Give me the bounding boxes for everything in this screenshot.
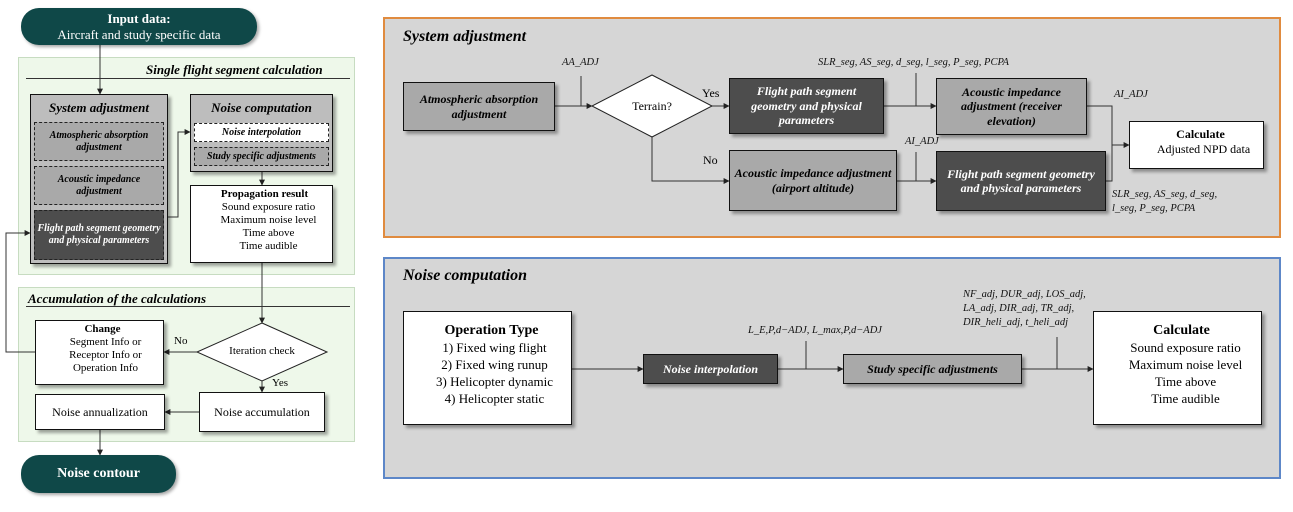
slr-bottom-label: SLR_seg, AS_seg, d_seg, l_seg, P_seg, PC…	[1112, 188, 1217, 216]
calc-noise-item: Maximum noise level	[1128, 357, 1243, 372]
iteration-check-label: Iteration check	[229, 345, 295, 358]
operation-type-item: 2) Fixed wing runup	[441, 357, 548, 372]
left-ai-item: Acoustic impedance adjustment	[34, 166, 164, 205]
terrain-yes-label: Yes	[702, 86, 720, 100]
ai-adj-label-top: AI_ADJ	[1114, 89, 1148, 100]
propagation-item: Time audible	[239, 240, 298, 252]
change-box: Change Segment Info or Receptor Info or …	[35, 320, 164, 385]
accumulation-title: Accumulation of the calculations	[28, 291, 207, 306]
terrain-no-label: No	[703, 153, 718, 167]
propagation-item: Sound exposure ratio	[221, 201, 316, 213]
ai-top-box: Acoustic impedance adjustment (receiver …	[936, 78, 1087, 135]
operation-type-item: 3) Helicopter dynamic	[436, 374, 553, 389]
line-ai-to-calc	[1087, 105, 1128, 146]
ai-adj-label-mid: AI_ADJ	[905, 136, 939, 147]
calc-noise-box: Calculate Sound exposure ratio Maximum n…	[1093, 311, 1262, 425]
change-item: Segment Info or	[69, 336, 142, 348]
arrow-change-loop	[5, 230, 35, 353]
arrow-terrain-no	[651, 137, 730, 184]
adjustments-label: NF_adj, DUR_adj, LOS_adj, LA_adj, DIR_ad…	[963, 288, 1086, 331]
calc-adjusted-sub: Adjusted NPD data	[1156, 142, 1251, 156]
fp-bottom-box: Flight path segment geometry and physica…	[936, 151, 1106, 211]
line-fp-to-calc	[1106, 145, 1113, 182]
change-item: Receptor Info or	[69, 349, 142, 361]
propagation-title: Propagation result	[220, 188, 309, 200]
l-label: L_E,P,d−ADJ, L_max,P,d−ADJ	[748, 325, 882, 336]
propagation-item: Time above	[242, 227, 295, 239]
slr-bottom-line: l_seg, P_seg, PCPA	[1112, 203, 1196, 215]
adjustments-line: NF_adj, DUR_adj, LOS_adj,	[963, 289, 1086, 300]
noise-annualization-box: Noise annualization	[35, 394, 165, 430]
noise-panel-title: Noise computation	[403, 267, 528, 284]
left-atm-item: Atmospheric absorption adjustment	[34, 122, 164, 161]
slr-top-label: SLR_seg, AS_seg, d_seg, l_seg, P_seg, PC…	[818, 56, 1009, 70]
calc-noise-title: Calculate	[1153, 323, 1210, 338]
fp-top-box: Flight path segment geometry and physica…	[729, 78, 884, 134]
ai-bottom-box: Acoustic impedance adjustment (airport a…	[729, 150, 897, 211]
single-flight-title: Single flight segment calculation	[146, 62, 323, 77]
terrain-diamond	[590, 74, 714, 138]
aa-adj-label: AA_ADJ	[562, 57, 599, 68]
single-flight-underline	[26, 78, 350, 79]
left-ssa-item: Study specific adjustments	[194, 147, 329, 166]
propagation-result-box: Propagation result Sound exposure ratio …	[190, 185, 333, 263]
left-system-title: System adjustment	[48, 100, 150, 115]
left-interp-item: Noise interpolation	[194, 123, 329, 142]
propagation-item: Maximum noise level	[220, 214, 317, 226]
input-data-pill: Input data: Aircraft and study specific …	[21, 8, 257, 45]
adjustments-line: LA_adj, DIR_adj, TR_adj,	[963, 303, 1075, 315]
study-specific-box: Study specific adjustments	[843, 354, 1022, 384]
slr-bottom-line: SLR_seg, AS_seg, d_seg,	[1112, 189, 1218, 200]
input-title: Input data:	[107, 11, 171, 26]
calc-noise-item: Time above	[1154, 374, 1217, 389]
left-noise-title: Noise computation	[211, 100, 312, 115]
left-fp-item: Flight path segment geometry and physica…	[34, 210, 164, 260]
calc-adjusted-title: Calculate	[1176, 127, 1225, 141]
iteration-yes-label: Yes	[272, 377, 289, 389]
operation-type-item: 1) Fixed wing flight	[442, 340, 547, 355]
accumulation-underline	[26, 306, 350, 307]
change-item: Operation Info	[72, 362, 139, 374]
calc-adjusted-box: Calculate Adjusted NPD data	[1129, 121, 1264, 169]
sys-panel-title: System adjustment	[403, 28, 527, 45]
noise-accumulation-box: Noise accumulation	[199, 392, 325, 432]
iteration-no-label: No	[174, 335, 188, 347]
adjustments-line: DIR_heli_adj, t_heli_adj	[963, 317, 1068, 329]
change-title: Change	[84, 323, 121, 335]
arrow-system-to-noise	[168, 129, 191, 218]
slr-top-text: SLR_seg, AS_seg, d_seg, l_seg, P_seg, PC…	[818, 57, 1009, 68]
operation-type-item: 4) Helicopter static	[444, 391, 545, 406]
noise-contour-pill: Noise contour	[21, 455, 176, 493]
terrain-label: Terrain?	[632, 98, 672, 113]
noise-interpolation-box: Noise interpolation	[643, 354, 778, 384]
atm-absorption-box: Atmospheric absorption adjustment	[403, 82, 555, 131]
operation-type-box: Operation Type 1) Fixed wing flight 2) F…	[403, 311, 572, 425]
iteration-diamond	[195, 322, 329, 382]
input-subtitle: Aircraft and study specific data	[57, 27, 221, 43]
calc-noise-item: Sound exposure ratio	[1130, 340, 1241, 355]
operation-type-title: Operation Type	[444, 323, 539, 338]
calc-noise-item: Time audible	[1151, 391, 1220, 406]
